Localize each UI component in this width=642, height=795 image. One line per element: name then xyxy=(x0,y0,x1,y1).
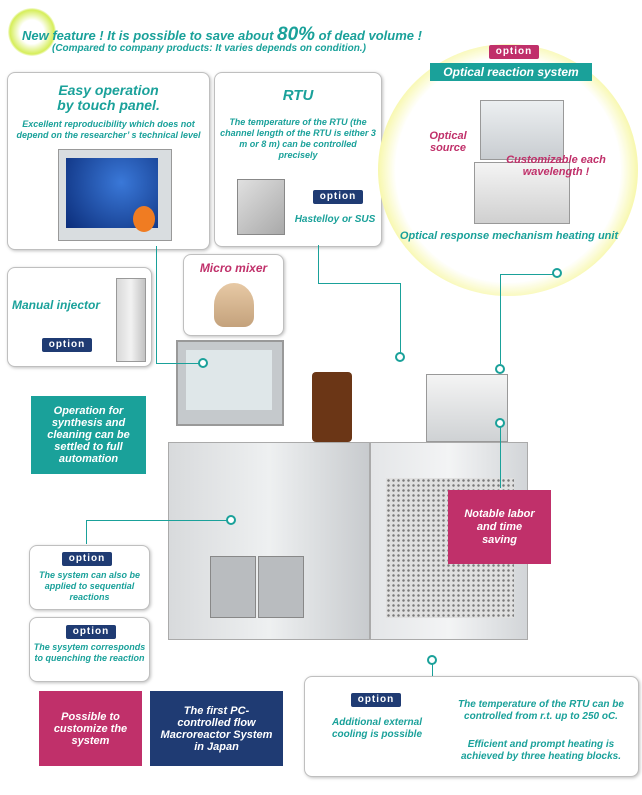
instrument-bottle xyxy=(312,372,352,442)
finger-icon xyxy=(133,206,155,232)
cooling-panel: option Additional external cooling is po… xyxy=(304,676,639,777)
rtu-desc: The temperature of the RTU (the channel … xyxy=(220,117,376,160)
quenching-option-badge: option xyxy=(66,625,116,639)
connector-rtu-down xyxy=(400,283,401,353)
easy-operation-title: Easy operation by touch panel. xyxy=(8,83,209,113)
customize-box: Possible to customize the system xyxy=(39,691,142,766)
header-percent: 80% xyxy=(277,24,316,45)
optical-title: Optical reaction system xyxy=(430,63,592,81)
cooling-option-badge: option xyxy=(351,693,401,707)
connector-sequential-horizontal xyxy=(86,520,232,521)
micro-mixer-title: Micro mixer xyxy=(199,261,268,275)
connector-rtu-horizontal xyxy=(318,283,400,284)
automation-box: Operation for synthesis and cleaning can… xyxy=(31,396,146,474)
connector-dot-cooling xyxy=(427,655,437,665)
connector-labor-vertical xyxy=(500,424,501,488)
header-glow xyxy=(8,8,56,56)
connector-dot-labor xyxy=(495,418,505,428)
header-headline: New feature ! It is possible to save abo… xyxy=(22,24,422,46)
micro-mixer-image xyxy=(214,283,254,327)
connector-sequential-vertical xyxy=(86,520,87,544)
instrument-heating-unit xyxy=(426,374,508,442)
manual-injector-image xyxy=(116,278,146,362)
instrument-pump-2 xyxy=(258,556,304,618)
manual-injector-panel: Manual injector option xyxy=(7,267,152,367)
first-system-box: The first PC-controlled flow Macroreacto… xyxy=(150,691,283,766)
micro-mixer-panel: Micro mixer xyxy=(183,254,284,336)
instrument-monitor xyxy=(176,340,284,426)
easy-operation-title-1: Easy operation xyxy=(58,82,159,98)
rtu-image xyxy=(237,179,285,235)
optical-custom-label: Customizable each wavelength ! xyxy=(506,154,606,178)
optical-heating-label: Optical response mechanism heating unit xyxy=(399,230,619,242)
manual-injector-option-badge: option xyxy=(42,338,92,352)
easy-operation-desc: Excellent reproducibility which does not… xyxy=(16,119,201,140)
connector-touch-horizontal xyxy=(156,363,202,364)
easy-operation-title-2: by touch panel. xyxy=(57,97,160,113)
rtu-panel: RTU The temperature of the RTU (the chan… xyxy=(214,72,382,247)
connector-touch-vertical xyxy=(156,246,157,364)
connector-dot-optical xyxy=(552,268,562,278)
rtu-material: Hastelloy or SUS xyxy=(294,214,376,225)
sequential-option-badge: option xyxy=(62,552,112,566)
manual-injector-title: Manual injector xyxy=(12,298,101,312)
instrument-pump-1 xyxy=(210,556,256,618)
optical-device-base xyxy=(474,162,570,224)
easy-operation-panel: Easy operation by touch panel. Excellent… xyxy=(7,72,210,250)
header-subline: (Compared to company products: It varies… xyxy=(52,43,366,54)
optical-device-image xyxy=(474,86,570,224)
connector-dot-rtu xyxy=(395,352,405,362)
labor-box: Notable labor and time saving xyxy=(448,490,551,564)
header-text-pre: New feature ! It is possible to save abo… xyxy=(22,28,278,43)
quenching-panel: option The sysytem corresponds to quench… xyxy=(29,617,150,682)
rtu-option-badge: option xyxy=(313,190,363,204)
header-text-post: of dead volume ! xyxy=(315,28,422,43)
connector-dot-touch xyxy=(198,358,208,368)
sequential-text: The system can also be applied to sequen… xyxy=(38,570,141,602)
connector-optical-vertical xyxy=(500,274,501,364)
connector-optical-horizontal xyxy=(500,274,554,275)
sequential-panel: option The system can also be applied to… xyxy=(29,545,150,610)
cooling-heating-text: Efficient and prompt heating is achieved… xyxy=(460,739,622,762)
optical-device-top xyxy=(480,100,564,160)
touch-panel-image xyxy=(58,149,172,241)
quenching-text: The sysytem corresponds to quenching the… xyxy=(33,642,146,663)
optical-option-badge: option xyxy=(489,45,539,59)
connector-dot-heating xyxy=(495,364,505,374)
rtu-title: RTU xyxy=(282,87,314,104)
cooling-temp-text: The temperature of the RTU can be contro… xyxy=(458,699,624,722)
connector-rtu-vertical xyxy=(318,245,319,283)
optical-source-label: Optical source xyxy=(429,130,467,154)
connector-dot-sequential xyxy=(226,515,236,525)
instrument-image xyxy=(150,300,530,640)
connector-cooling-vertical xyxy=(432,662,433,676)
cooling-text: Additional external cooling is possible xyxy=(331,717,422,740)
